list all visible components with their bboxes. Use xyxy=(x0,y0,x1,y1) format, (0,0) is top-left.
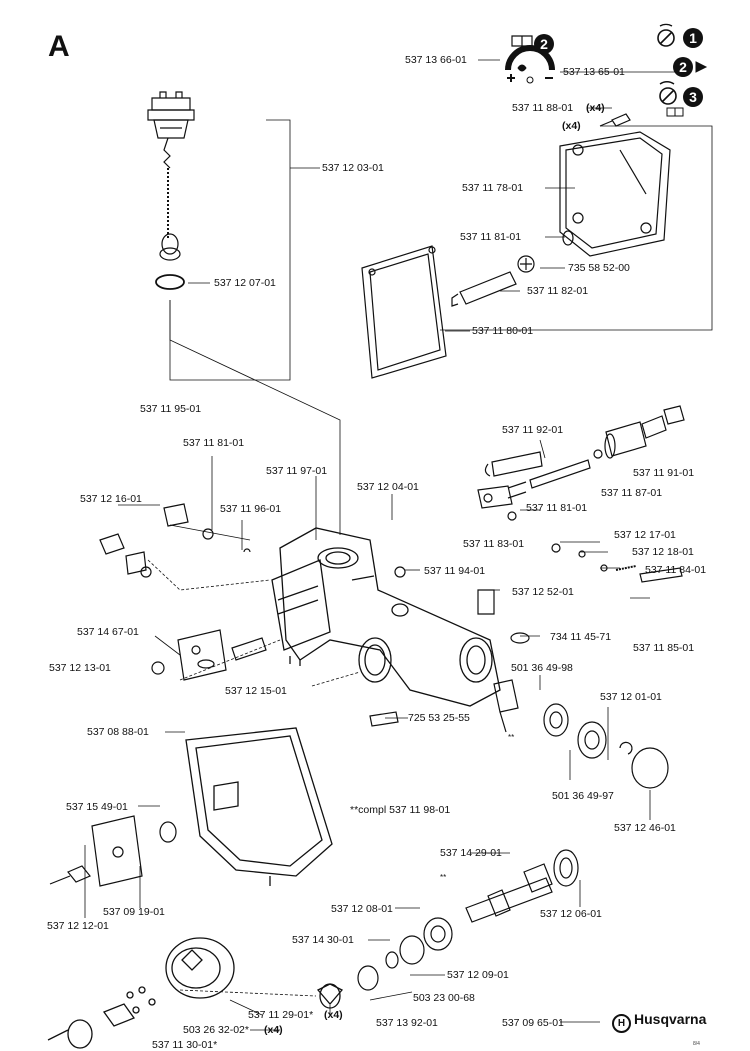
label-734114571: 734 11 45-71 xyxy=(550,631,612,643)
label-537121301: 537 12 13-01 xyxy=(49,662,111,674)
label-537091901: 537 09 19-01 xyxy=(103,906,165,918)
gear-housing xyxy=(271,527,501,707)
label-537119601: 537 11 96-01 xyxy=(220,503,282,515)
label-537118301: 537 11 83-01 xyxy=(463,538,525,550)
dashed-rings xyxy=(147,559,361,997)
drawing-code: 8/4 xyxy=(693,1041,700,1047)
label-537118101-a: 537 11 81-01 xyxy=(460,231,522,243)
label-537154901: 537 15 49-01 xyxy=(66,801,128,813)
bevel-gear-upper xyxy=(369,679,669,789)
label-537121701: 537 12 17-01 xyxy=(614,529,676,541)
oil-filler-cap xyxy=(147,91,195,290)
adjuster-parts-left xyxy=(99,503,251,578)
label-735585200: 735 58 52-00 xyxy=(568,262,630,274)
tank-cover xyxy=(559,113,671,257)
label-537121601: 537 12 16-01 xyxy=(80,493,142,505)
brand-name: Husqvarna xyxy=(634,1011,707,1027)
screwdriver-turn-icon-3 xyxy=(659,81,677,105)
label-537120101: 537 12 01-01 xyxy=(600,691,662,703)
label-537118701: 537 11 87-01 xyxy=(601,487,663,499)
label-compl: **compl 537 11 98-01 xyxy=(350,804,450,816)
oil-hose-assembly xyxy=(477,451,591,521)
label-537120401: 537 12 04-01 xyxy=(357,481,419,493)
label-537119501: 537 11 95-01 xyxy=(140,403,202,415)
label-537121201: 537 12 12-01 xyxy=(47,920,109,932)
label-x4-d: (x4) xyxy=(264,1024,283,1036)
badge-2-arrow: 2 xyxy=(673,57,693,77)
label-537121501: 537 12 15-01 xyxy=(225,685,287,697)
label-537096501: 537 09 65-01 xyxy=(502,1017,564,1029)
label-537118101-b: 537 11 81-01 xyxy=(183,437,245,449)
oil-pump-cylinder xyxy=(593,405,685,459)
label-537125201: 537 12 52-01 xyxy=(512,586,574,598)
manual-book-icon-small xyxy=(666,107,684,117)
oil-adjust-icon xyxy=(505,45,555,84)
label-537118001: 537 11 80-01 xyxy=(472,325,534,337)
label-501364997: 501 36 49-97 xyxy=(552,790,614,802)
belt-guard xyxy=(185,727,333,886)
label-537118501: 537 11 85-01 xyxy=(633,642,695,654)
label-x4-b: (x4) xyxy=(562,120,581,132)
screwdriver-turn-icon-1 xyxy=(657,23,675,47)
label-537120901: 537 12 09-01 xyxy=(447,969,509,981)
label-537139201: 537 13 92-01 xyxy=(376,1017,438,1029)
label-x4-c: (x4) xyxy=(324,1009,343,1021)
label-537112901: 537 11 29-01* xyxy=(248,1009,314,1021)
right-bolts-set xyxy=(394,543,683,644)
label-537119701: 537 11 97-01 xyxy=(266,465,328,477)
label-537119401: 537 11 94-01 xyxy=(424,565,486,577)
drive-shaft-lower xyxy=(357,849,579,991)
manual-book-icon xyxy=(511,35,533,47)
label-537124601: 537 12 46-01 xyxy=(614,822,676,834)
label-537117801: 537 11 78-01 xyxy=(462,182,524,194)
arrow-right-icon xyxy=(695,61,708,73)
husqvarna-crown-icon: H xyxy=(612,1014,631,1033)
label-537119201: 537 11 92-01 xyxy=(502,424,564,436)
badge-1: 1 xyxy=(683,28,703,48)
label-537118201: 537 11 82-01 xyxy=(527,285,589,297)
badge-3: 3 xyxy=(683,87,703,107)
label-537142901: 537 14 29-01 xyxy=(440,847,502,859)
badge-2-top: 2 xyxy=(534,34,554,54)
label-537118401: 537 11 84-01 xyxy=(645,564,707,576)
label-501364998: 501 36 49-98 xyxy=(511,662,573,674)
label-star-b: ** xyxy=(440,873,447,882)
label-537121801: 537 12 18-01 xyxy=(632,546,694,558)
label-503230068: 503 23 00-68 xyxy=(413,992,475,1004)
label-x4-a: (x4) xyxy=(586,102,605,114)
label-star-a: ** xyxy=(508,733,515,742)
label-537088801: 537 08 88-01 xyxy=(87,726,149,738)
label-537143001: 537 14 30-01 xyxy=(292,934,354,946)
tank-gasket xyxy=(361,245,447,379)
label-537146701: 537 14 67-01 xyxy=(77,626,139,638)
label-537119101: 537 11 91-01 xyxy=(633,467,695,479)
label-537120701: 537 12 07-01 xyxy=(214,277,276,289)
label-503263202: 503 26 32-02* xyxy=(183,1024,249,1036)
label-compl-text: **compl 537 11 98-01 xyxy=(350,804,451,816)
pulley xyxy=(47,937,344,1049)
left-cover-parts xyxy=(49,815,177,887)
label-537120801: 537 12 08-01 xyxy=(331,903,393,915)
label-537120601: 537 12 06-01 xyxy=(540,908,602,920)
section-letter: A xyxy=(48,30,70,63)
label-537136501: 537 13 65-01 xyxy=(563,66,625,78)
label-537118101-c: 537 11 81-01 xyxy=(526,502,588,514)
leader-lines xyxy=(84,59,713,1031)
label-537120301: 537 12 03-01 xyxy=(322,162,384,174)
label-725532555: 725 53 25-55 xyxy=(408,712,470,724)
label-537136601: 537 13 66-01 xyxy=(405,54,467,66)
oil-pump-shaft xyxy=(451,230,574,307)
side-plate xyxy=(151,629,267,681)
label-537113001: 537 11 30-01* xyxy=(152,1039,218,1051)
label-537118801: 537 11 88-01 xyxy=(512,102,574,114)
